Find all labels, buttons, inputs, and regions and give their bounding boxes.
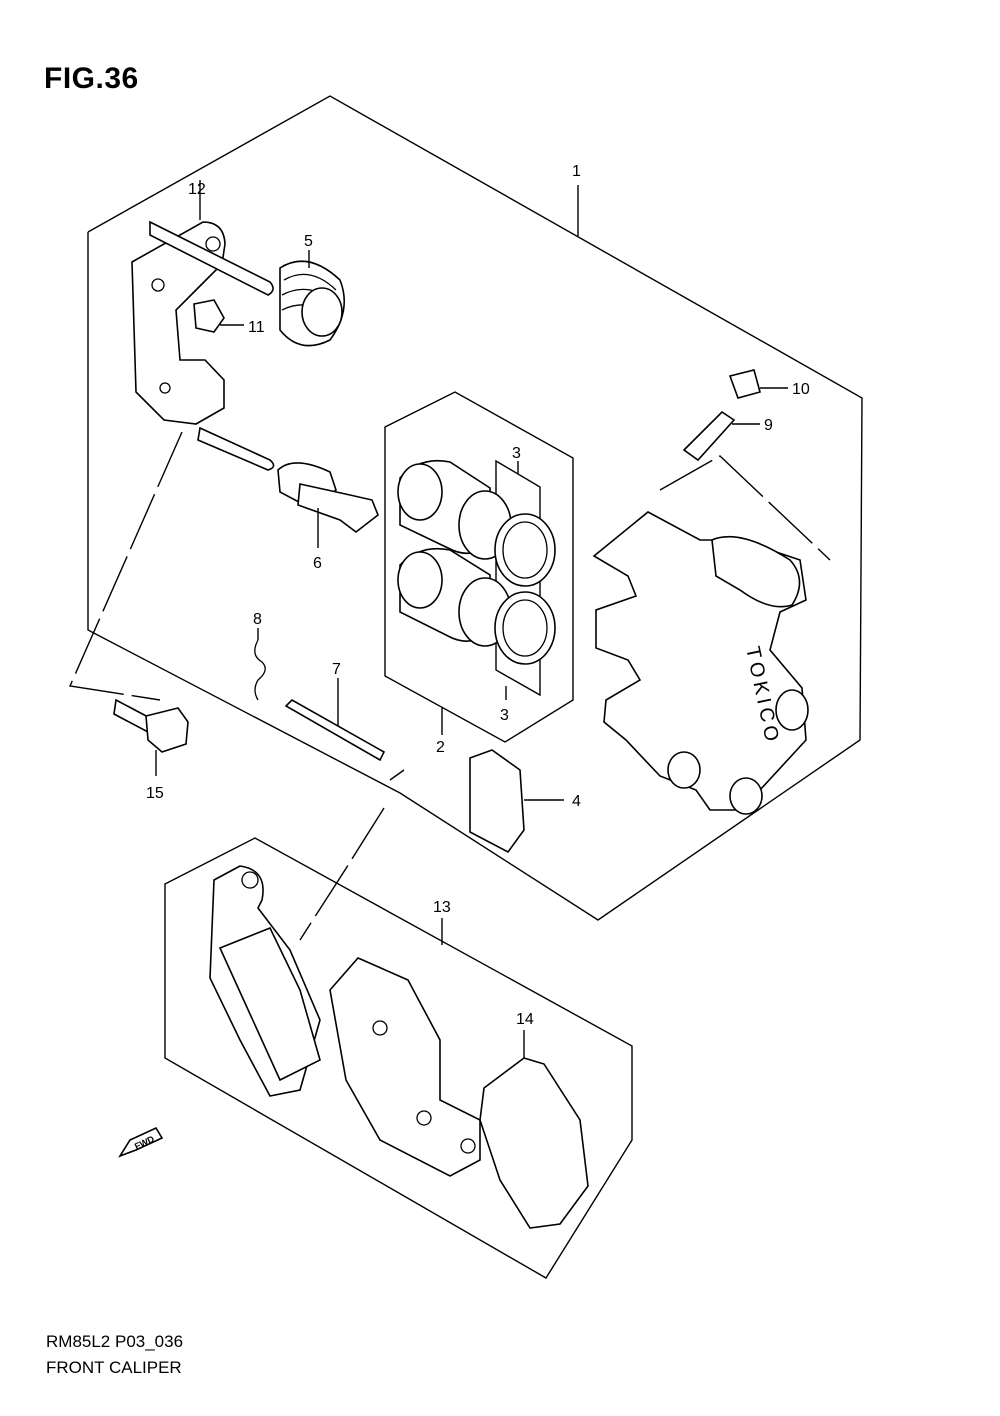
piston-seals-3 [458,490,556,665]
figure-name: FRONT CALIPER [46,1358,182,1377]
forward-arrow-icon: FWD [118,1126,164,1158]
callout-1: 1 [572,163,581,180]
bleeder-valve-9 [682,410,760,462]
brake-pad-14 [479,1030,589,1229]
brake-pad-outline-13 [164,837,633,1279]
assembly-outline-1 [87,95,863,921]
connector-13 [299,807,385,941]
callout-9: 9 [764,417,773,434]
callout-8: 8 [253,611,262,628]
caliper-body: TOKICO [592,455,831,815]
figure-title: FIG.36 [44,62,139,95]
connector-7 [389,769,405,781]
callout-13: 13 [433,899,451,916]
callout-7: 7 [332,661,341,678]
figure-code: RM85L2 P03_036 [46,1332,184,1351]
bleeder-cap-10 [728,369,788,399]
boot-5 [279,250,346,347]
pad-spring-4 [469,749,564,854]
piston-set-outline-2 [384,391,574,743]
slide-pin-6 [277,462,379,548]
connector-15 [68,431,183,701]
callout-3-bottom: 3 [500,707,509,724]
bolt-15 [113,698,189,776]
callout-6: 6 [313,555,322,572]
callout-12: 12 [188,181,206,198]
pad-spring-clip-11 [193,299,244,333]
callout-10: 10 [792,381,810,398]
callout-15: 15 [146,785,164,802]
callout-2: 2 [436,739,445,756]
pad-pin-7 [284,678,386,762]
callout-3-top: 3 [512,445,521,462]
clip-8 [254,628,266,701]
caliper-bracket-12 [131,180,275,471]
callout-14: 14 [516,1011,534,1028]
callout-5: 5 [304,233,313,250]
callout-4: 4 [572,793,581,810]
callout-11: 11 [248,319,265,336]
